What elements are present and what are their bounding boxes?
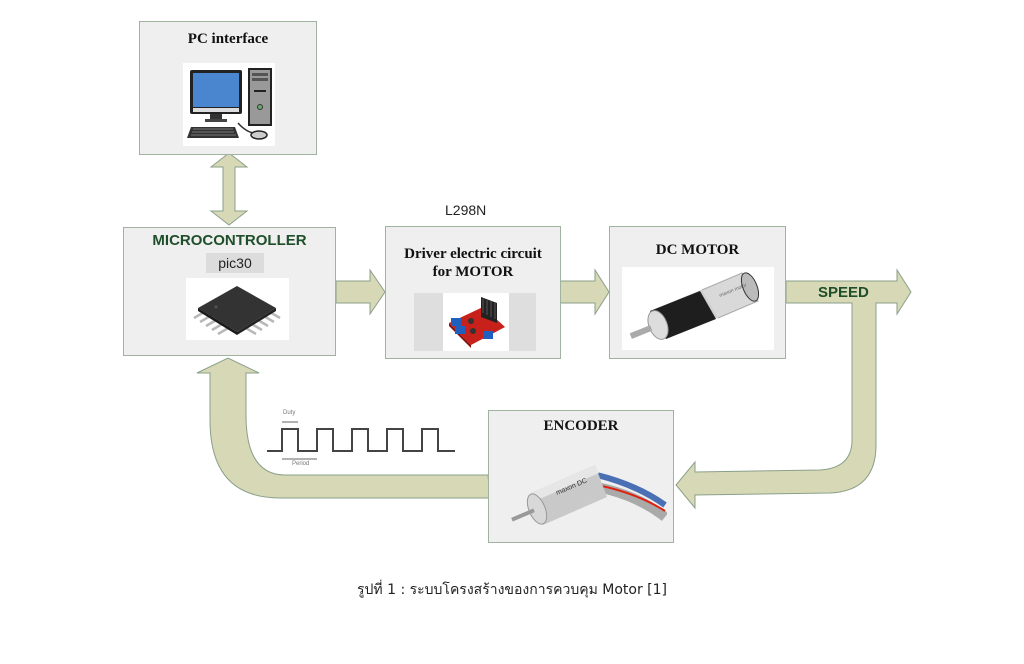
desktop-computer-icon — [183, 63, 275, 146]
dc-motor-title: DC MOTOR — [655, 242, 740, 258]
mcu-model-label: pic30 — [206, 253, 264, 273]
pc-interface-block: PC interface — [139, 21, 317, 155]
pc-mcu-double-arrow — [209, 152, 249, 226]
encoder-block: ENCODER maxon DC — [488, 410, 674, 543]
pc-interface-title: PC interface — [187, 31, 269, 47]
driver-to-motor-arrow — [559, 268, 610, 316]
encoder-title: ENCODER — [543, 418, 619, 434]
motor-driver-block: Driver electric circuit for MOTOR — [385, 226, 561, 359]
encoder-motor-icon: maxon DC — [497, 445, 669, 535]
mcu-to-driver-arrow — [335, 268, 386, 316]
period-label: Period — [292, 461, 310, 467]
pwm-waveform — [267, 428, 455, 452]
driver-title-line2: for MOTOR — [432, 264, 514, 280]
microcontroller-block: MICROCONTROLLER pic30 — [123, 227, 336, 356]
speed-output-arrow — [675, 268, 912, 510]
pwm-signal-graphic: Duty Period — [265, 410, 465, 470]
dc-gear-motor-icon: maxon motor — [622, 267, 774, 350]
dc-motor-block: DC MOTOR maxon motor — [609, 226, 786, 359]
driver-image-panel — [414, 293, 536, 351]
speed-label: SPEED — [818, 284, 869, 301]
motor-driver-board-icon — [443, 293, 509, 351]
driver-title-line1: Driver electric circuit — [404, 246, 542, 262]
microcontroller-title: MICROCONTROLLER — [152, 232, 307, 249]
driver-model-label: L298N — [445, 202, 487, 218]
encoder-to-mcu-arrow — [196, 357, 491, 499]
ic-chip-icon — [186, 278, 289, 340]
duty-label: Duty — [283, 410, 296, 416]
figure-caption: รูปที่ 1 : ระบบโครงสร้างของการควบคุม Mot… — [357, 582, 667, 598]
